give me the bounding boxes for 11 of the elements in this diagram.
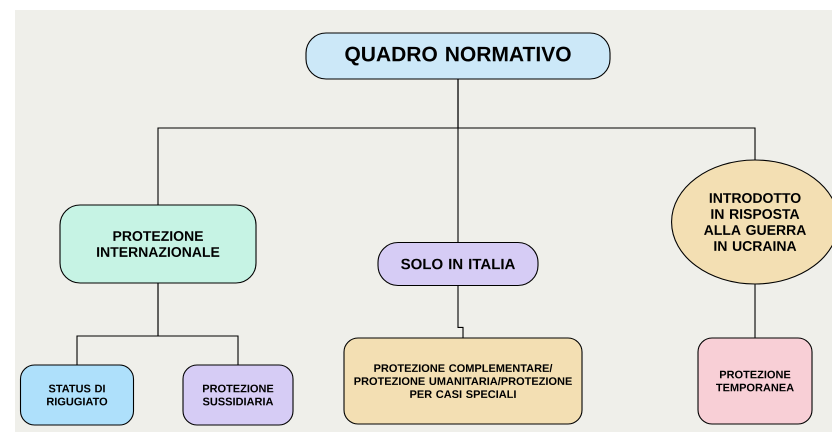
leaf-box: PROTEZIONE COMPLEMENTARE/ PROTEZIONE UMANITARIA/PROTEZIONE PER CASI SPECIALI <box>343 337 583 425</box>
leaf-box: PROTEZIONE SUSSIDIARIA <box>182 364 294 426</box>
title-box: QUADRO NORMATIVO <box>305 32 611 80</box>
connector-line <box>754 284 756 338</box>
category-box: SOLO IN ITALIA <box>377 242 539 286</box>
connector-line <box>157 284 239 364</box>
category-box: PROTEZIONE INTERNAZIONALE <box>59 204 257 284</box>
leaf-box: STATUS DI RIGUGIATO <box>20 364 134 426</box>
connector-line <box>457 80 756 160</box>
connector-line <box>457 286 464 338</box>
leaf-box: PROTEZIONE TEMPORANEA <box>697 337 813 425</box>
